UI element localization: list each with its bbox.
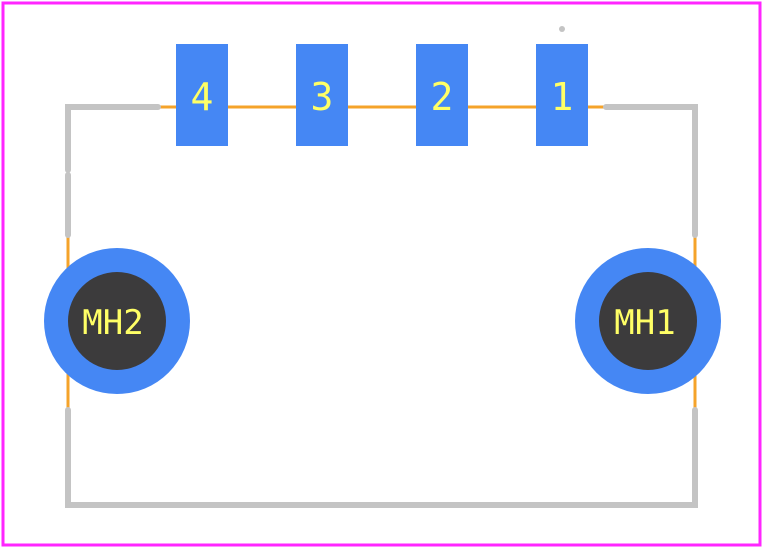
pad-1-rect — [536, 44, 588, 146]
silkscreen — [65, 104, 698, 508]
silk-bottom — [65, 407, 698, 508]
mh2-label: MH2 — [82, 303, 143, 343]
mounting-hole-mh1[interactable]: MH1 — [575, 248, 721, 394]
pad-1-label: 1 — [551, 75, 574, 119]
pad-2[interactable]: 2 — [416, 44, 468, 146]
pad-3-rect — [296, 44, 348, 146]
pad-4-label: 4 — [191, 75, 214, 119]
pad-2-label: 2 — [431, 75, 454, 119]
mounting-hole-mh2[interactable]: MH2 — [44, 248, 190, 394]
pin1-marker-dot — [559, 26, 565, 32]
pad-4-rect — [176, 44, 228, 146]
silk-top-right — [603, 104, 698, 238]
pad-3-label: 3 — [311, 75, 334, 119]
pad-2-rect — [416, 44, 468, 146]
pad-1[interactable]: 1 — [536, 44, 588, 146]
silk-top-left — [65, 104, 161, 173]
mh1-label: MH1 — [614, 303, 675, 343]
mh2-drill-hole — [68, 272, 166, 370]
mh1-drill-hole — [599, 272, 697, 370]
pad-3[interactable]: 3 — [296, 44, 348, 146]
pad-4[interactable]: 4 — [176, 44, 228, 146]
